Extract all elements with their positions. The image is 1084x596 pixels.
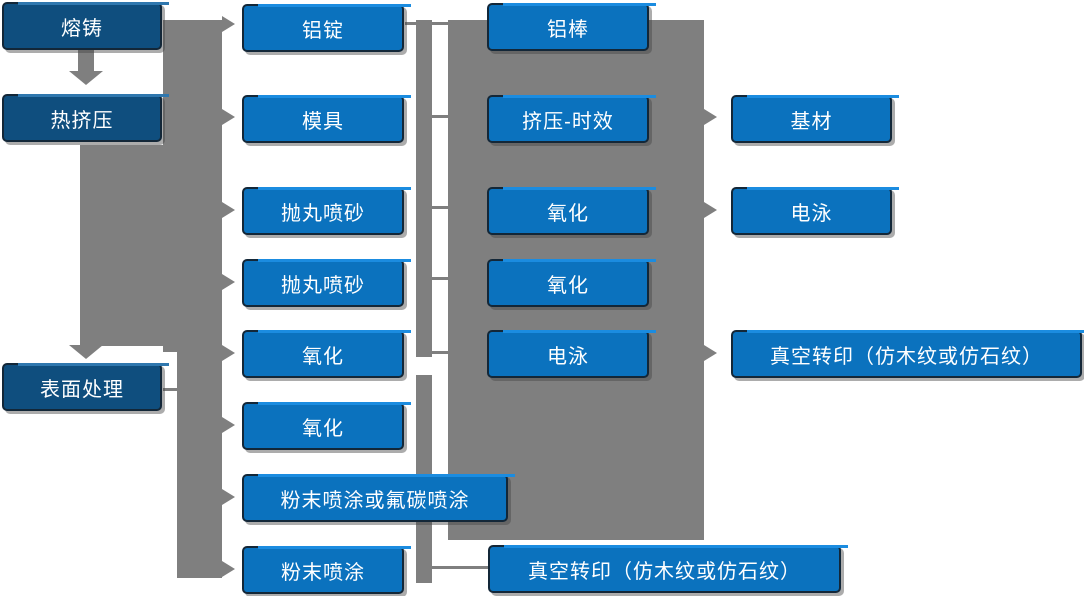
box-highlight xyxy=(503,259,656,262)
box-highlight xyxy=(258,402,411,405)
node-oxidation-1: 氧化 xyxy=(242,330,411,378)
node-label: 铝锭 xyxy=(302,19,344,42)
node-label: 挤压-时效 xyxy=(522,110,614,133)
arrow-right-to-shot-blasting-1-icon xyxy=(222,202,235,218)
node-label: 表面处理 xyxy=(40,378,124,401)
box-highlight xyxy=(18,94,169,97)
box-highlight xyxy=(258,546,411,549)
node-label: 电泳 xyxy=(547,345,589,368)
arrow-right-to-oxidation-1-icon xyxy=(222,345,235,361)
connector-extrusion-block xyxy=(80,145,163,346)
box-highlight xyxy=(747,330,1084,333)
node-hot-extrusion: 热挤压 xyxy=(2,94,169,142)
box-highlight xyxy=(18,2,169,5)
link-band-to-panel-1 xyxy=(432,115,448,118)
box-highlight xyxy=(747,95,899,98)
link-ingot-to-panel xyxy=(405,22,448,25)
node-extrusion-aging: 挤压-时效 xyxy=(487,95,656,143)
node-shot-blasting-1: 抛丸喷砂 xyxy=(242,187,411,235)
arrow-right-to-shot-blasting-2-icon xyxy=(222,274,235,290)
node-label: 热挤压 xyxy=(50,109,114,132)
arrow-right-to-electrophoresis-icon xyxy=(704,202,717,218)
box-highlight xyxy=(258,330,411,333)
node-label: 真空转印（仿木纹或仿石纹） xyxy=(528,560,801,583)
node-label: 氧化 xyxy=(302,417,344,440)
link-band-to-vacuum-transfer xyxy=(432,566,488,569)
node-label: 电泳 xyxy=(790,202,833,225)
node-aluminum-rod: 铝棒 xyxy=(487,3,656,51)
node-label: 抛丸喷砂 xyxy=(281,202,365,225)
node-label: 粉末喷涂或氟碳喷涂 xyxy=(280,489,470,512)
connector-surface-band xyxy=(177,352,222,578)
node-oxidation-3: 氧化 xyxy=(487,187,656,235)
node-label: 铝棒 xyxy=(547,18,589,41)
node-electrophoresis-2: 电泳 xyxy=(731,187,899,235)
link-band-to-panel-4 xyxy=(432,351,448,354)
box-highlight xyxy=(503,95,656,98)
box-highlight xyxy=(258,259,411,262)
node-vacuum-transfer-2: 真空转印（仿木纹或仿石纹） xyxy=(731,330,1084,378)
link-band-to-panel-3 xyxy=(432,277,448,280)
node-label: 氧化 xyxy=(302,345,344,368)
arrow-right-to-vacuum-transfer-icon xyxy=(704,345,717,361)
node-label: 模具 xyxy=(302,110,344,133)
arrow-right-to-mold-icon xyxy=(222,109,235,125)
node-label: 氧化 xyxy=(547,274,589,297)
arrow-right-to-ingot-icon xyxy=(222,16,235,32)
node-label: 粉末喷涂 xyxy=(281,561,365,584)
node-vacuum-transfer-1: 真空转印（仿木纹或仿石纹） xyxy=(488,545,848,593)
arrow-right-to-oxidation-2-icon xyxy=(222,417,235,433)
box-highlight xyxy=(258,474,515,477)
box-highlight xyxy=(18,363,169,366)
connector-casting-down-stub xyxy=(78,50,94,73)
link-band-to-panel-2 xyxy=(432,206,448,209)
box-highlight xyxy=(504,545,848,548)
box-highlight xyxy=(503,187,656,190)
arrow-right-to-powder-coating-icon xyxy=(222,561,235,577)
box-highlight xyxy=(503,330,656,333)
node-surface-treatment: 表面处理 xyxy=(2,363,169,411)
node-electrophoresis-1: 电泳 xyxy=(487,330,656,378)
link-surface-to-band xyxy=(163,388,177,391)
connector-stage-band xyxy=(163,20,222,352)
node-label: 抛丸喷砂 xyxy=(281,274,365,297)
node-mold: 模具 xyxy=(242,95,411,143)
box-highlight xyxy=(747,187,899,190)
node-oxidation-2: 氧化 xyxy=(242,402,411,450)
arrow-down-extrusion-to-surface-icon xyxy=(69,345,103,359)
node-aluminum-ingot: 铝锭 xyxy=(242,4,411,52)
node-label: 真空转印（仿木纹或仿石纹） xyxy=(770,345,1043,368)
node-powder-coating: 粉末喷涂 xyxy=(242,546,411,594)
box-highlight xyxy=(258,4,411,7)
node-oxidation-4: 氧化 xyxy=(487,259,656,307)
box-highlight xyxy=(258,95,411,98)
box-highlight xyxy=(503,3,656,6)
node-powder-or-fluorocarbon-coating: 粉末喷涂或氟碳喷涂 xyxy=(242,474,515,522)
node-label: 基材 xyxy=(790,110,833,133)
node-melt-casting: 熔铸 xyxy=(2,2,169,50)
arrow-right-to-powder-fluorocarbon-icon xyxy=(222,489,235,505)
box-highlight xyxy=(258,187,411,190)
node-label: 氧化 xyxy=(547,202,589,225)
node-substrate: 基材 xyxy=(731,95,899,143)
arrow-down-casting-to-extrusion-icon xyxy=(69,71,103,85)
node-label: 熔铸 xyxy=(61,17,103,40)
arrow-right-to-substrate-icon xyxy=(704,109,717,125)
node-shot-blasting-2: 抛丸喷砂 xyxy=(242,259,411,307)
connector-mid-band-top xyxy=(416,20,432,357)
